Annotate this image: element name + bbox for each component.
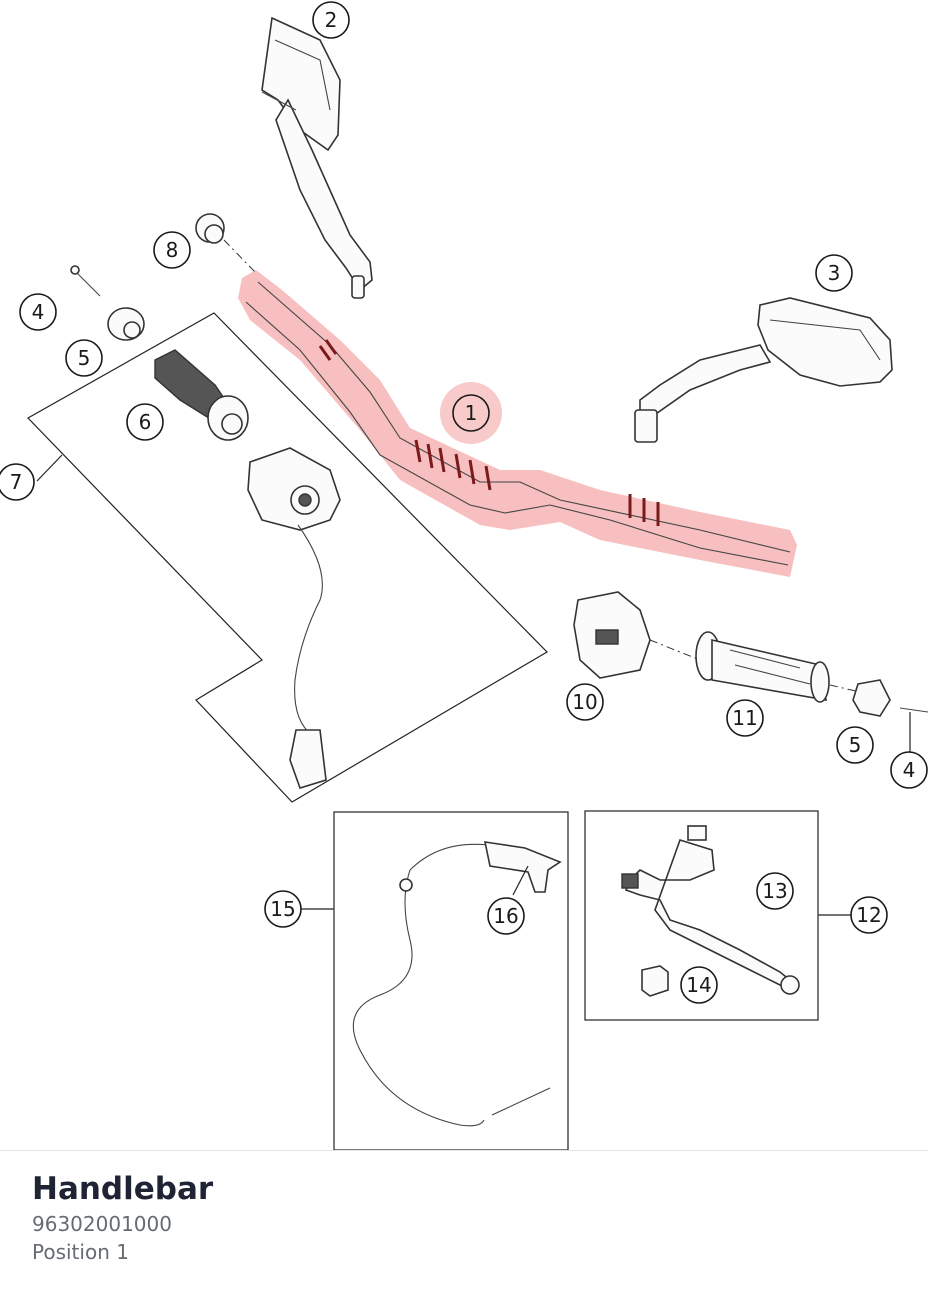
callout-1: 1: [440, 382, 502, 444]
svg-text:14: 14: [686, 973, 711, 997]
svg-text:5: 5: [78, 346, 91, 370]
callout-15: 15: [264, 890, 302, 928]
callout-16: 16: [487, 897, 525, 935]
svg-text:15: 15: [270, 897, 295, 921]
bolt-left-part: [70, 265, 101, 297]
svg-text:12: 12: [856, 903, 881, 927]
grip-left-part: [154, 349, 249, 441]
svg-text:10: 10: [572, 690, 597, 714]
callout-10: 10: [566, 683, 604, 721]
mirror-right-part: [634, 297, 893, 443]
callout-5-right: 5: [836, 726, 874, 764]
part-position: Position 1: [32, 1240, 129, 1264]
end-cap-part: [195, 213, 225, 244]
svg-text:4: 4: [903, 758, 916, 782]
callout-4-left: 4: [19, 293, 57, 331]
svg-text:6: 6: [139, 410, 152, 434]
handlebar-part: [238, 270, 797, 577]
callout-13: 13: [756, 872, 794, 910]
callout-7: 7: [0, 463, 35, 501]
callout-11: 11: [726, 699, 764, 737]
callout-4-right: 4: [890, 751, 928, 789]
svg-text:3: 3: [828, 261, 841, 285]
callout-2: 2: [312, 1, 350, 39]
switch-left-part: [247, 447, 341, 789]
svg-text:16: 16: [493, 904, 518, 928]
callout-5-left: 5: [65, 339, 103, 377]
svg-text:5: 5: [849, 733, 862, 757]
bolt-right-part: [899, 707, 928, 752]
exploded-parts-diagram: 1 2 3 8 4 5 6 7 10 11 5 4: [0, 1, 928, 1150]
switch-right-part: [573, 591, 651, 679]
assembly-box-clutch-cable: [333, 811, 569, 1150]
part-number: 96302001000: [32, 1212, 172, 1236]
svg-text:11: 11: [732, 706, 757, 730]
svg-text:7: 7: [10, 470, 23, 494]
svg-text:1: 1: [465, 401, 478, 425]
svg-text:13: 13: [762, 879, 787, 903]
clutch-lever-part: [621, 825, 800, 995]
svg-text:4: 4: [32, 300, 45, 324]
svg-text:8: 8: [166, 238, 179, 262]
callout-3: 3: [815, 254, 853, 292]
callout-12: 12: [850, 896, 888, 934]
lever-switch-part: [641, 965, 669, 997]
assembly-frame-left: [27, 312, 548, 803]
callout-6: 6: [126, 403, 164, 441]
svg-text:2: 2: [325, 8, 338, 32]
part-info-panel: Handlebar 96302001000 Position 1: [0, 1150, 928, 1290]
clutch-cable-part: [352, 841, 562, 1127]
grip-right-part: [695, 631, 830, 703]
callout-8: 8: [153, 231, 191, 269]
bar-end-weight-right-part: [852, 679, 891, 717]
part-title: Handlebar: [32, 1171, 214, 1207]
mirror-left-part: [261, 16, 373, 299]
callout-14: 14: [680, 966, 718, 1004]
bar-end-weight-left-part: [107, 307, 145, 341]
